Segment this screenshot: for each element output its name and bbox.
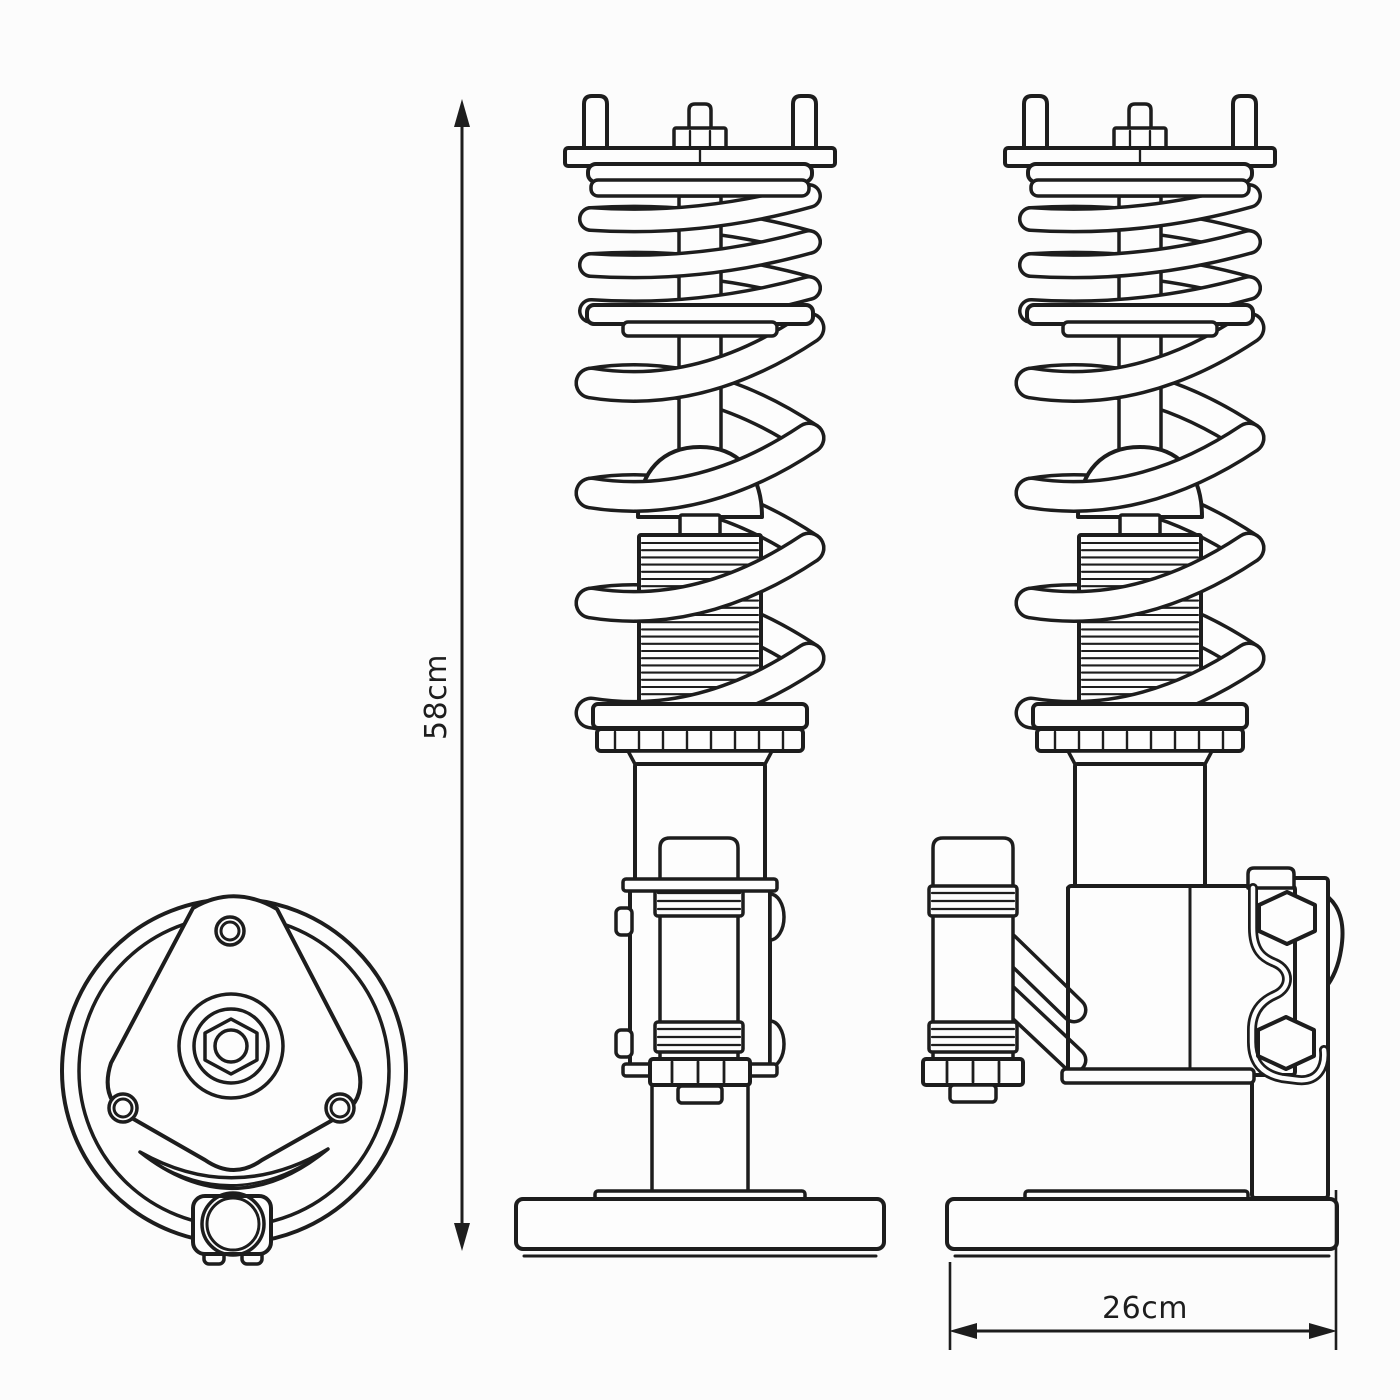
top-view-strut-mount xyxy=(60,894,408,1266)
side-view-coilover xyxy=(921,94,1345,1258)
arrow-down-icon xyxy=(454,1223,470,1251)
arrow-left-icon xyxy=(949,1323,977,1339)
height-dimension-label: 58cm xyxy=(419,654,454,740)
arrow-right-icon xyxy=(1309,1323,1337,1339)
arrow-up-icon xyxy=(454,99,470,127)
width-dimension-label: 26cm xyxy=(1102,1291,1188,1326)
width-dimension: 26cm xyxy=(948,1190,1338,1350)
height-dimension: 58cm xyxy=(419,99,470,1251)
front-view-coilover xyxy=(514,94,886,1258)
